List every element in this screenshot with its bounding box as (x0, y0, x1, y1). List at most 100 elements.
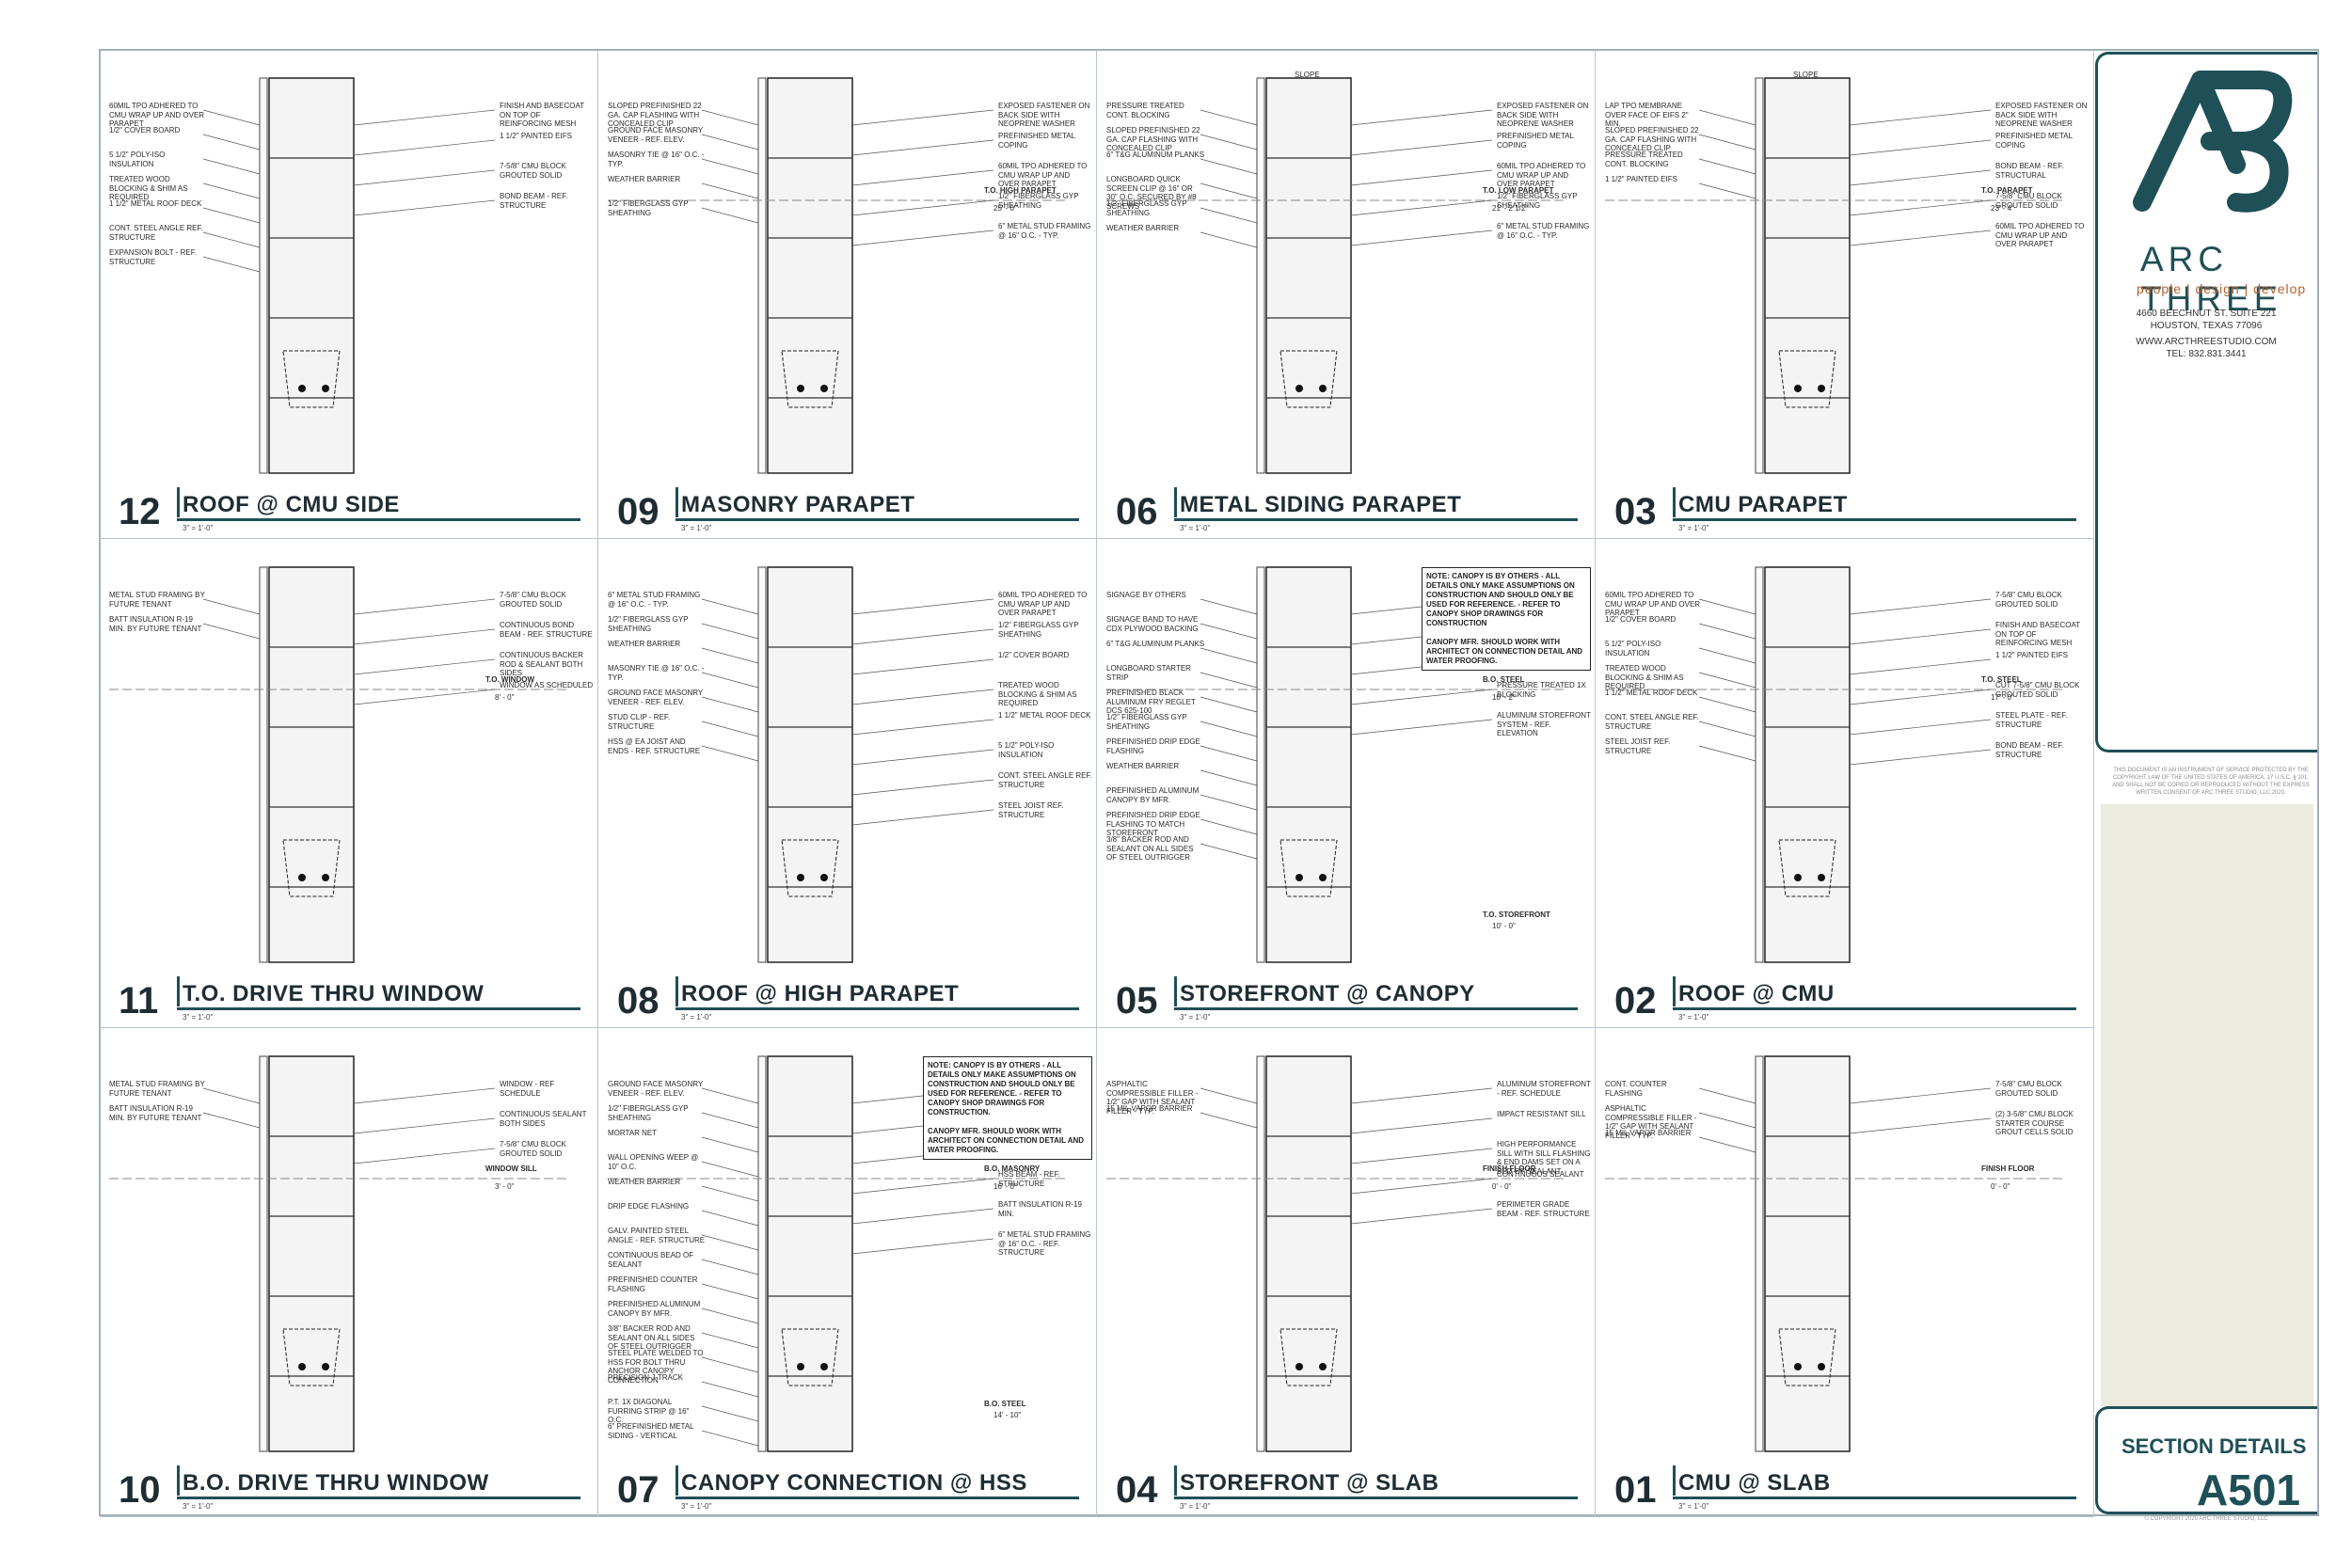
annotation-left: PREFINISHED DRIP EDGE FLASHING TO MATCH … (1106, 811, 1200, 837)
leader-line (701, 598, 759, 615)
leader-line (851, 628, 994, 645)
elevation-label: B.O. STEEL (984, 1400, 1026, 1408)
annotation-right: 1 1/2" PAINTED EIFS (500, 132, 572, 140)
detail-drawing (1605, 566, 2066, 963)
annotation-left: PREFINISHED ALUMINUM CANOPY BY MFR. (1106, 786, 1200, 804)
annotation-right: STEEL JOIST REF. STRUCTURE (998, 801, 1064, 819)
annotation-right: FINISH AND BASECOAT ON TOP OF REINFORCIN… (1995, 621, 2080, 647)
wall-section (268, 1055, 355, 1452)
leader-line (353, 139, 496, 156)
rebar (1319, 874, 1327, 881)
detail-scale: 3" = 1'-0" (681, 524, 712, 532)
elevation-value: 25' - 0" (993, 204, 1017, 213)
bond-beam (1279, 1328, 1338, 1386)
leader-line (1698, 158, 1756, 175)
detail-panel: LAP TPO MEMBRANE OVER FACE OF EIFS 2" MI… (1596, 50, 2094, 539)
elevation-value: 17' - 0" (1991, 693, 2014, 702)
annotation-left: STEEL JOIST REF. STRUCTURE (1605, 737, 1671, 755)
elevation-label: FINISH FLOOR (1483, 1164, 1536, 1173)
rebar (322, 385, 329, 392)
firm-website[interactable]: WWW.ARCTHREESTUDIO.COM (2136, 337, 2277, 347)
bond-beam (1279, 350, 1338, 408)
leader-line (701, 1136, 759, 1153)
annotation-left: 6" PREFINISHED METAL SIDING - VERTICAL (608, 1422, 694, 1440)
detail-drawing (202, 77, 496, 474)
leader-line (1350, 139, 1493, 156)
leader-line (1350, 109, 1493, 126)
title-divider (177, 1465, 180, 1496)
detail-drawing (1106, 77, 1567, 474)
leader-line (851, 598, 994, 615)
annotation-left: 3/8" BACKER ROD AND SEALANT ON ALL SIDES… (608, 1324, 695, 1351)
leader-line (202, 623, 261, 640)
leader-line (701, 1430, 759, 1447)
annotation-left: MASONRY TIE @ 16" O.C. - TYP. (608, 664, 705, 682)
elevation-label: T.O. STEEL (1981, 675, 2022, 684)
leader-line (353, 169, 496, 186)
leader-line (353, 199, 496, 216)
wall-section (1764, 1055, 1851, 1452)
leader-line (202, 134, 261, 150)
annotation-left: BATT INSULATION R-19 MIN. BY FUTURE TENA… (109, 1104, 202, 1122)
annotation-left: 5 1/2" POLY-ISO INSULATION (109, 150, 166, 168)
detail-drawing (1605, 1055, 2066, 1452)
annotation-right: TREATED WOOD BLOCKING & SHIM AS REQUIRED (998, 681, 1077, 707)
detail-scale: 3" = 1'-0" (183, 524, 214, 532)
title-underline (675, 1497, 1079, 1499)
leader-line (1200, 647, 1258, 664)
leader-line (1698, 672, 1756, 689)
leader-line (701, 109, 759, 126)
wall-cladding (259, 566, 268, 963)
detail-scale: 3" = 1'-0" (1678, 1502, 1709, 1511)
annotation-right: 1 1/2" METAL ROOF DECK (998, 711, 1091, 720)
rebar (1818, 1363, 1825, 1370)
wall-cladding (259, 1055, 268, 1452)
detail-drawing (608, 77, 1069, 474)
leader-line (1849, 1087, 1992, 1104)
elevation-value: 14' - 10" (993, 1411, 1022, 1419)
detail-drawing (1106, 566, 1567, 963)
leader-line (1698, 1136, 1756, 1153)
firm-phone: TEL: 832.831.3441 (2166, 349, 2247, 359)
leader-line (353, 598, 496, 615)
title-divider (675, 487, 678, 517)
leader-line (1698, 647, 1756, 664)
title-divider (177, 976, 180, 1006)
leader-line (701, 182, 759, 199)
elevation-value: 16' - 0" (993, 1182, 1017, 1191)
annotation-right: EXPOSED FASTENER ON BACK SIDE WITH NEOPR… (998, 102, 1090, 128)
wall-cladding (1256, 566, 1265, 963)
leader-line (851, 109, 994, 126)
rebar (1794, 385, 1802, 392)
rebar (298, 1363, 306, 1370)
detail-number: 07 (617, 1469, 660, 1511)
elevation-value: 10' - 2" (1492, 693, 1516, 702)
annotation-left: ASPHALTIC COMPRESSIBLE FILLER - 1/2" GAP… (1106, 1080, 1199, 1116)
leader-line (1849, 169, 1992, 186)
leader-line (202, 109, 261, 126)
leader-line (353, 658, 496, 675)
rebar (1319, 1363, 1327, 1370)
wall-section (268, 77, 355, 474)
annotation-left: CONT. STEEL ANGLE REF. STRUCTURE (1605, 713, 1699, 731)
elevation-label: FINISH FLOOR (1981, 1164, 2035, 1173)
leader-line (701, 721, 759, 737)
detail-scale: 3" = 1'-0" (1180, 1502, 1211, 1511)
detail-scale: 3" = 1'-0" (183, 1502, 214, 1511)
detail-drawing (109, 1055, 570, 1452)
annotation-right: 60MIL TPO ADHERED TO CMU WRAP UP AND OVE… (1995, 222, 2085, 248)
annotation-left: STUD CLIP - REF. STRUCTURE (608, 713, 671, 731)
title-underline (675, 518, 1079, 521)
copyright-notice: © COPYRIGHT 2020 ARC THREE STUDIO, LLC (2144, 1516, 2268, 1522)
leader-line (202, 256, 261, 273)
detail-title: METAL SIDING PARAPET (1180, 492, 1462, 517)
leader-line (701, 1087, 759, 1104)
title-underline (177, 1007, 580, 1010)
wall-section (767, 1055, 853, 1452)
detail-scale: 3" = 1'-0" (1180, 1013, 1211, 1022)
leader-line (353, 109, 496, 126)
annotation-right: ALUMINUM STOREFRONT - REF. SCHEDULE (1497, 1080, 1591, 1098)
elevation-value: 10' - 0" (1492, 922, 1516, 930)
leader-line (701, 623, 759, 640)
leader-line (701, 1185, 759, 1202)
